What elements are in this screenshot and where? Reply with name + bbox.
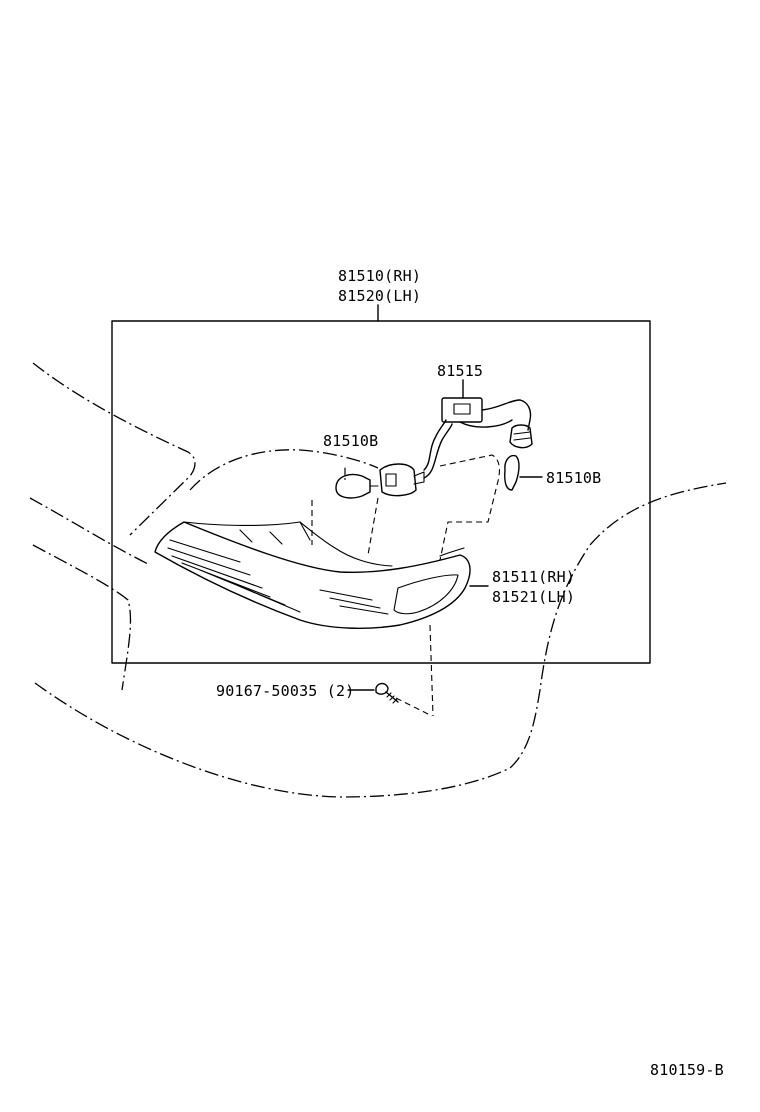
bulb-left-label: 81510B	[323, 432, 378, 450]
assembly-label-rh: 81510(RH)	[338, 267, 421, 285]
bulb-right-label: 81510B	[546, 469, 601, 487]
assembly-frame	[111, 320, 651, 664]
figure-id: 810159-B	[650, 1061, 724, 1079]
lamp-lens-icon	[154, 521, 471, 629]
assembly-label-lh: 81520(LH)	[338, 287, 421, 305]
bulb-left-icon	[335, 467, 379, 499]
vehicle-body-phantom-lines	[29, 362, 727, 798]
screw-label: 90167-50035 (2)	[216, 682, 354, 700]
lens-label-lh: 81521(LH)	[492, 588, 575, 606]
socket-wire-label: 81515	[437, 362, 483, 380]
bulb-right-icon	[504, 454, 520, 491]
screw-icon	[375, 682, 399, 704]
lens-label-rh: 81511(RH)	[492, 568, 575, 586]
socket-wire-icon	[379, 397, 533, 497]
